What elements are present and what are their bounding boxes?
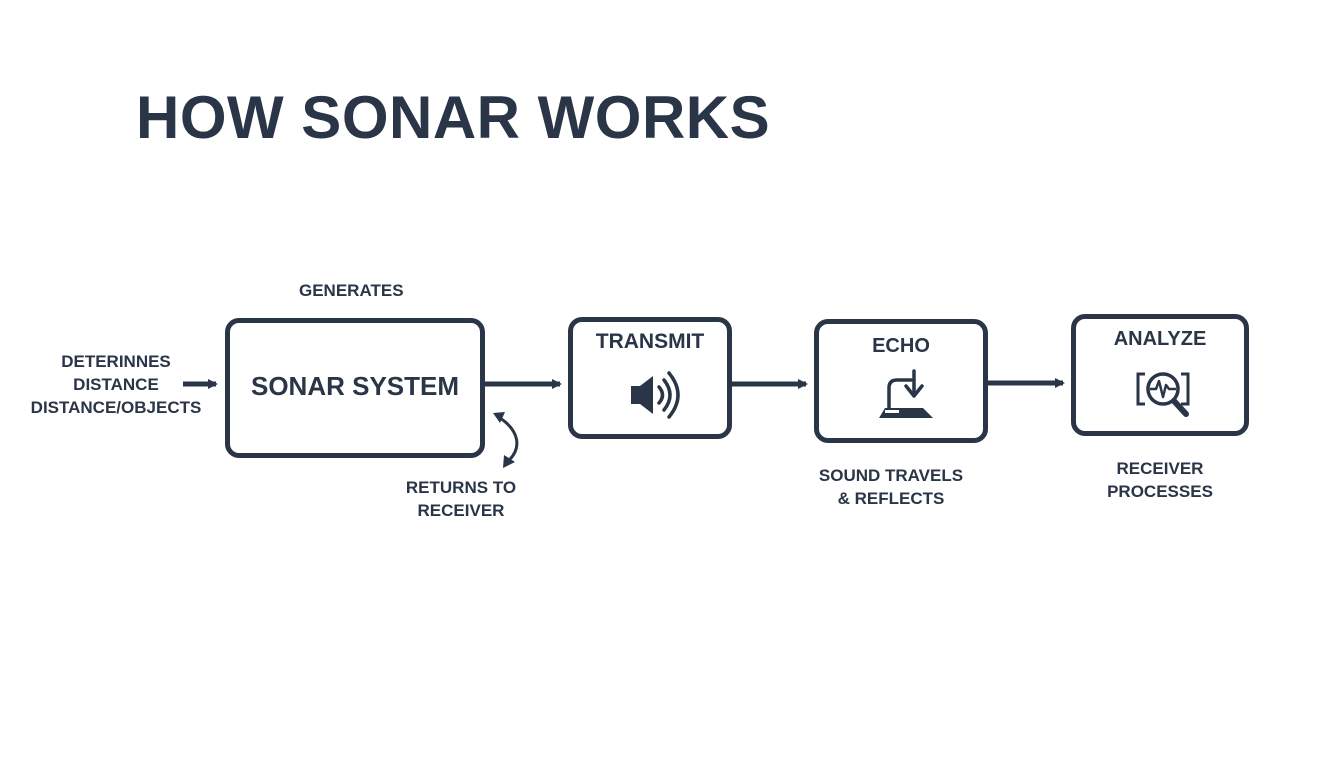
echo-reflect-icon — [879, 369, 933, 418]
waveform-magnifier-icon — [1136, 372, 1190, 417]
node-transmit: TRANSMIT — [568, 317, 732, 439]
node-sonar-system: SONAR SYSTEM — [225, 318, 485, 458]
node-analyze-label: ANALYZE — [1113, 328, 1207, 350]
return-arrowhead-top — [493, 412, 505, 423]
node-analyze: ANALYZE — [1071, 314, 1249, 436]
page-title: HOW SONAR WORKS — [136, 84, 771, 151]
node-echo: ECHO — [814, 319, 988, 443]
speaker-icon — [631, 371, 680, 419]
node-sonar-system-label: SONAR SYSTEM — [250, 371, 460, 401]
node-echo-label: ECHO — [872, 335, 930, 357]
label-returns-to-receiver: RETURNS TO RECEIVER — [405, 478, 517, 520]
label-receiver-processes: RECEIVER PROCESSES — [1107, 459, 1213, 501]
label-generates: GENERATES — [299, 281, 404, 300]
return-arrowhead-bottom — [503, 455, 515, 468]
label-determines-distance: DETERINNES DISTANCE DISTANCE/OBJECTS — [30, 352, 202, 417]
label-sound-travels: SOUND TRAVELS & REFLECTS — [818, 466, 964, 508]
return-curve-arrow — [499, 416, 519, 465]
node-transmit-label: TRANSMIT — [595, 330, 705, 353]
